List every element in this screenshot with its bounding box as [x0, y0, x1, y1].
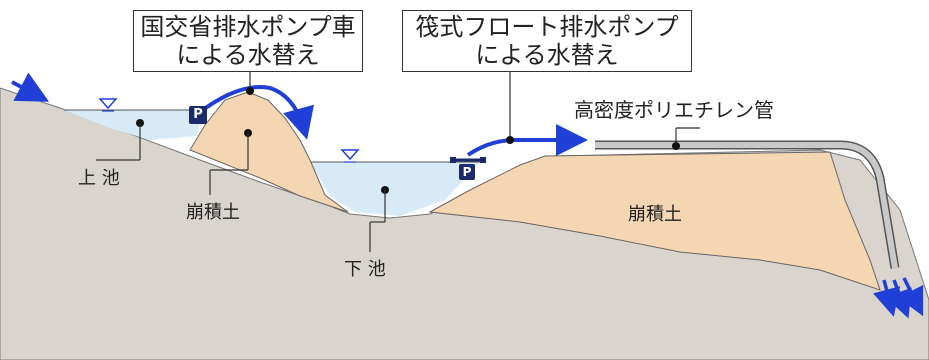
lower-pond-water — [310, 162, 480, 216]
float-pump-marker: P — [459, 164, 475, 180]
outflow-arrow-3 — [898, 277, 924, 317]
truck-pump-label: P — [193, 107, 203, 122]
inflow-arrow — [11, 72, 50, 102]
callout-raft-line2: による水替え — [475, 41, 619, 69]
label-upper-pond: 上 池 — [78, 168, 120, 189]
label-debris-left: 崩積土 — [186, 202, 240, 223]
debris-mound-left — [189, 91, 349, 213]
callout-mlit-line1: 国交省排水ポンプ車 — [140, 13, 356, 41]
upper-pond-water — [64, 110, 205, 140]
lower-water-level-icon — [340, 149, 360, 161]
float-pump-flow-arrow — [466, 124, 588, 157]
debris-mound-right — [428, 151, 881, 291]
callout-mlit-line2: による水替え — [176, 41, 320, 69]
upper-water-level-icon — [98, 98, 118, 110]
label-debris-right: 崩積土 — [628, 204, 682, 225]
truck-pump-flow-arrow — [198, 85, 314, 140]
truck-pump-marker: P — [189, 106, 207, 124]
label-hdpe-pipe: 高密度ポリエチレン管 — [574, 98, 774, 122]
callout-raft-float-pump: 筏式フロート排水ポンプ による水替え — [402, 10, 692, 72]
float-pump-label: P — [462, 165, 472, 179]
callout-raft-line1: 筏式フロート排水ポンプ — [415, 13, 679, 41]
label-lower-pond: 下 池 — [344, 259, 386, 280]
callout-mlit-pump-truck: 国交省排水ポンプ車 による水替え — [133, 10, 363, 72]
